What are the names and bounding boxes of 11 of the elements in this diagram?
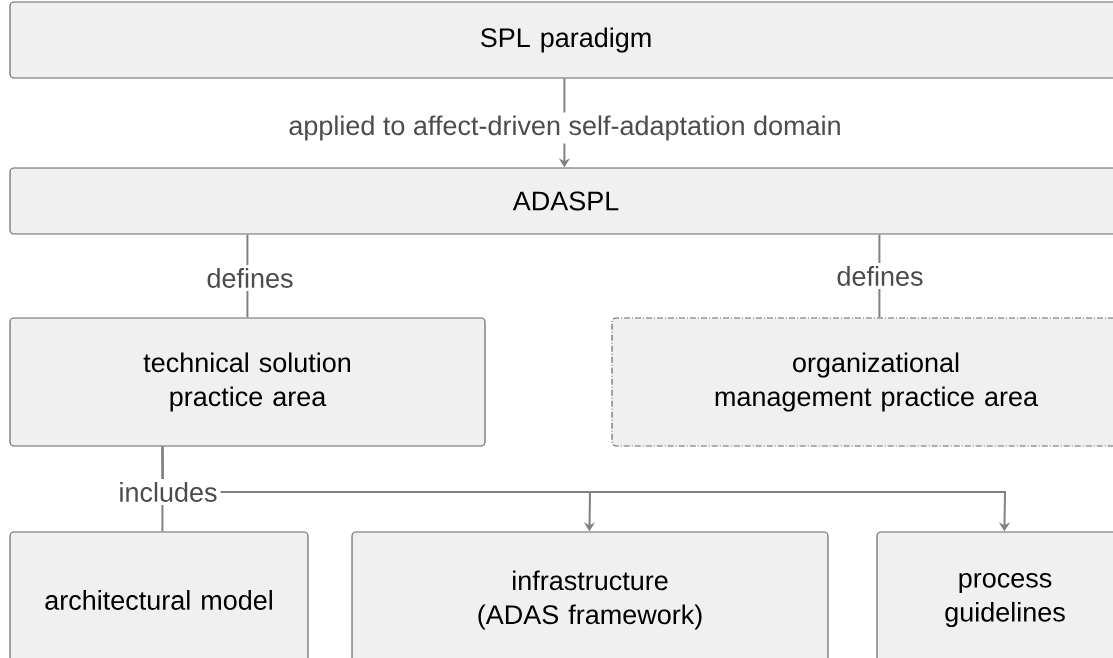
process-box: process guidelines (876, 531, 1113, 658)
process-box: infrastructure (ADAS framework) (351, 531, 829, 658)
edge-label: includes (115, 479, 221, 505)
process-box: technical solution practice area (9, 317, 486, 447)
process-box: architectural model (9, 531, 309, 658)
edge-label: applied to affect-driven self-adaptation domain (285, 112, 845, 144)
process-box: SPL paradigm (9, 1, 1113, 79)
edge-label: defines (203, 265, 297, 291)
edge-label: defines (833, 263, 927, 289)
process-box: ADASPL (9, 167, 1113, 235)
process-box: organizational management practice area (611, 317, 1113, 447)
